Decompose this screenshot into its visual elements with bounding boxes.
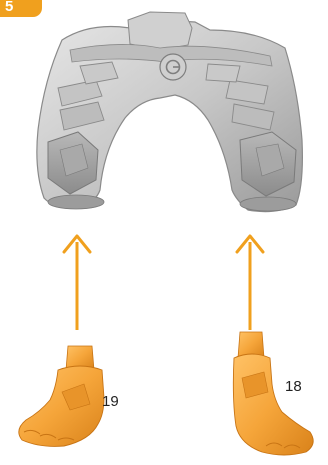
part-label-18: 18 [285, 378, 302, 395]
left-boot-part [19, 346, 104, 446]
right-leg-socket [240, 197, 296, 211]
hip-piece-model [37, 12, 303, 212]
waist-block [128, 12, 192, 50]
part-label-19: 19 [102, 393, 119, 410]
left-leg-socket [48, 195, 104, 209]
left-assembly-arrow [64, 236, 90, 330]
right-assembly-arrow [237, 236, 263, 330]
right-thigh-plate-3 [206, 64, 240, 82]
